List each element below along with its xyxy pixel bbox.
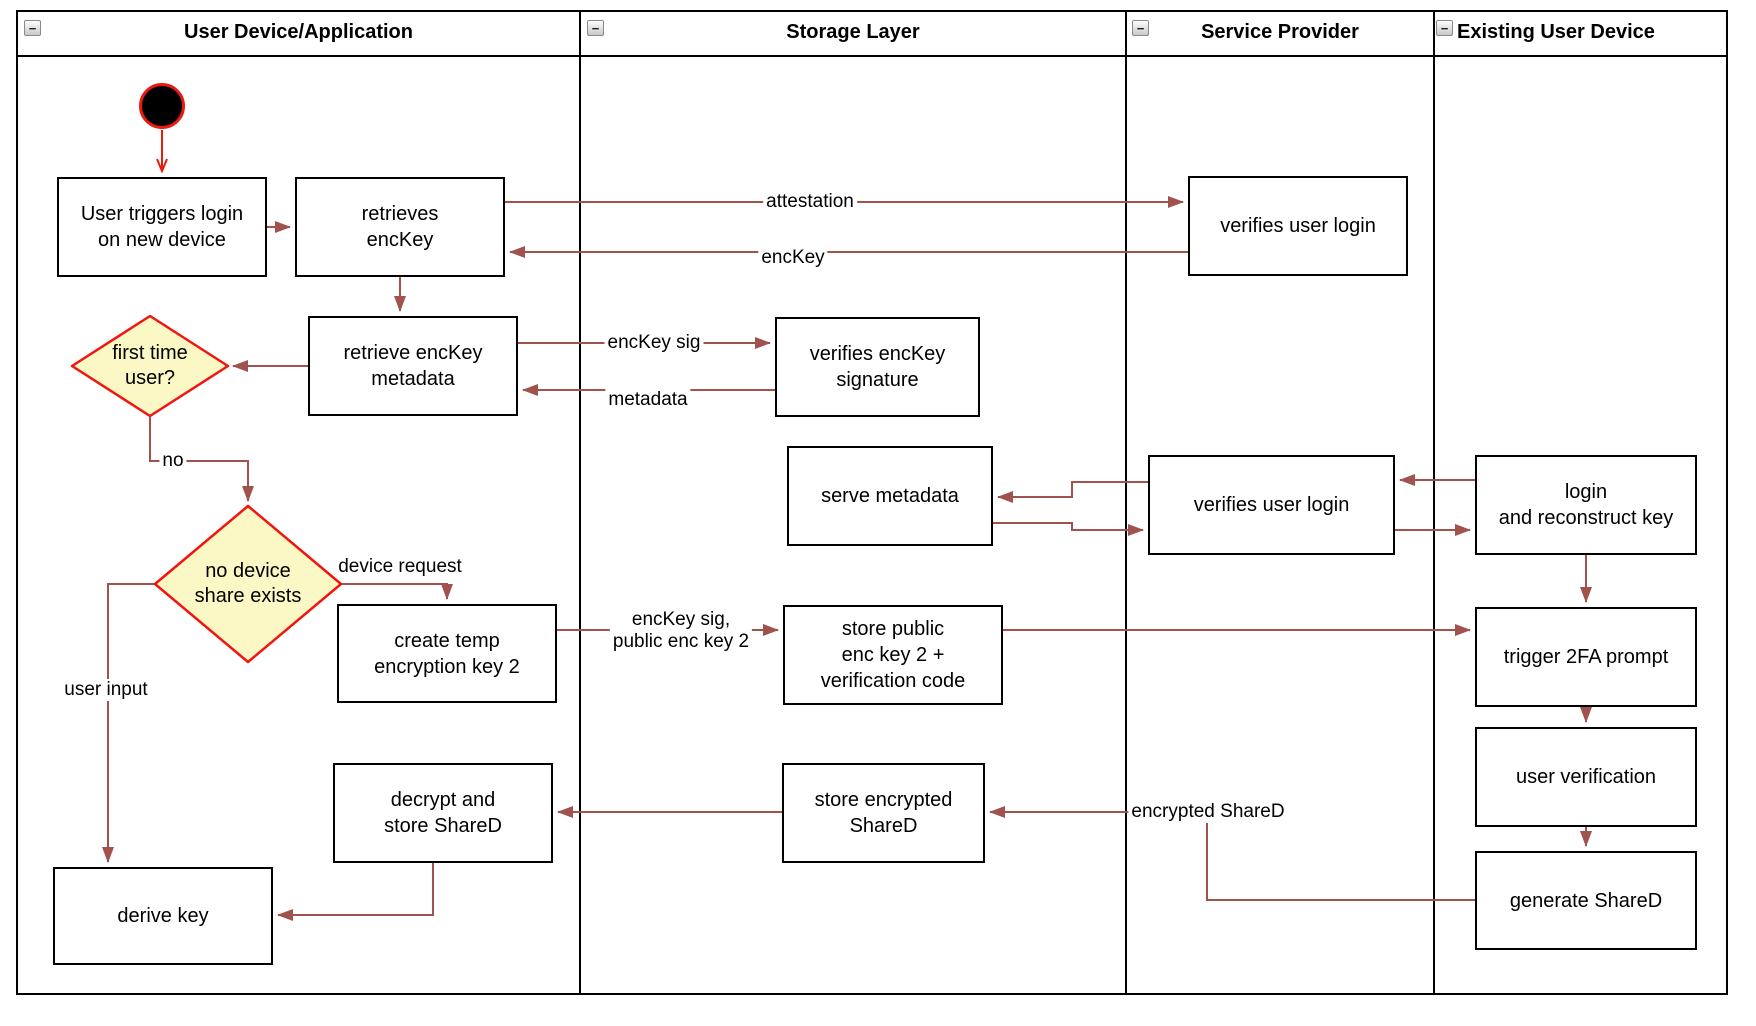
action-user-triggers-login[interactable]: User triggers login on new device: [57, 177, 267, 277]
action-store-public-enc-key-2[interactable]: store public enc key 2 + verification co…: [783, 605, 1003, 705]
decision-label-no-device-share: no device share exists: [194, 560, 302, 607]
edge-device-request: [341, 583, 453, 600]
collapse-lane-icon[interactable]: −: [24, 20, 41, 36]
initial-node[interactable]: [139, 83, 185, 129]
lane-header-storage-layer[interactable]: Storage Layer: [581, 10, 1125, 55]
edge-serve-to-verifies2: [993, 522, 1144, 536]
edge-label-no: no: [159, 450, 187, 472]
edge-label-encrypted-shared: encrypted ShareD: [1128, 801, 1288, 823]
lane-separator-2: [1125, 10, 1127, 995]
collapse-lane-icon[interactable]: −: [1132, 20, 1149, 36]
edge-label-device-request: device request: [335, 556, 465, 578]
lane-header-existing-user-device[interactable]: Existing User Device: [1435, 10, 1728, 55]
action-trigger-2fa-prompt[interactable]: trigger 2FA prompt: [1475, 607, 1697, 707]
decision-first-time-user[interactable]: [70, 314, 230, 418]
lane-header-user-device-application[interactable]: User Device/Application: [18, 10, 579, 55]
lane-header-divider: [16, 55, 1728, 57]
action-create-temp-encryption-key-2[interactable]: create temp encryption key 2: [337, 604, 557, 703]
edge-label-attestation: attestation: [763, 191, 857, 213]
action-verifies-enckey-signature[interactable]: verifies encKey signature: [775, 317, 980, 417]
action-verifies-user-login-2[interactable]: verifies user login: [1148, 455, 1395, 555]
action-login-and-reconstruct-key[interactable]: login and reconstruct key: [1475, 455, 1697, 555]
edge-decrypt-to-derive: [277, 863, 434, 921]
edge-label-enckey-sig-public: encKey sig, public enc key 2: [609, 609, 753, 653]
lane-separator-3: [1433, 10, 1435, 995]
edge-verifies2-to-serve: [997, 481, 1148, 503]
collapse-lane-icon[interactable]: −: [1436, 20, 1453, 36]
edge-label-user-input: user input: [61, 679, 151, 701]
action-retrieves-enckey[interactable]: retrieves encKey: [295, 177, 505, 277]
action-retrieve-enckey-metadata[interactable]: retrieve encKey metadata: [308, 316, 518, 416]
action-verifies-user-login-1[interactable]: verifies user login: [1188, 176, 1408, 276]
lane-title-text: User Device/Application: [184, 21, 413, 43]
action-serve-metadata[interactable]: serve metadata: [787, 446, 993, 546]
collapse-lane-icon[interactable]: −: [587, 20, 604, 36]
decision-no-device-share[interactable]: [153, 504, 343, 664]
action-decrypt-and-store-shared[interactable]: decrypt and store ShareD: [333, 763, 553, 863]
decision-label-first-time-user: first time user?: [112, 342, 188, 389]
edge-label-metadata: metadata: [605, 389, 691, 411]
lane-separator-1: [579, 10, 581, 995]
action-user-verification[interactable]: user verification: [1475, 727, 1697, 827]
edge-no-branch: [149, 416, 254, 502]
action-store-encrypted-shared[interactable]: store encrypted ShareD: [782, 763, 985, 863]
lane-title-text: Storage Layer: [786, 21, 920, 43]
lane-header-service-provider[interactable]: Service Provider: [1127, 10, 1433, 55]
lane-title-text: Service Provider: [1201, 21, 1359, 43]
action-derive-key[interactable]: derive key: [53, 867, 273, 965]
lane-title-text: Existing User Device: [1457, 21, 1655, 43]
edge-label-enckey: encKey: [758, 247, 828, 269]
diagram-frame: [16, 10, 1728, 995]
edge-encrypted-shared: [989, 806, 1475, 901]
action-generate-shared[interactable]: generate ShareD: [1475, 851, 1697, 950]
edge-label-enckey-sig: encKey sig: [604, 332, 704, 354]
edge-user-input: [102, 583, 155, 863]
